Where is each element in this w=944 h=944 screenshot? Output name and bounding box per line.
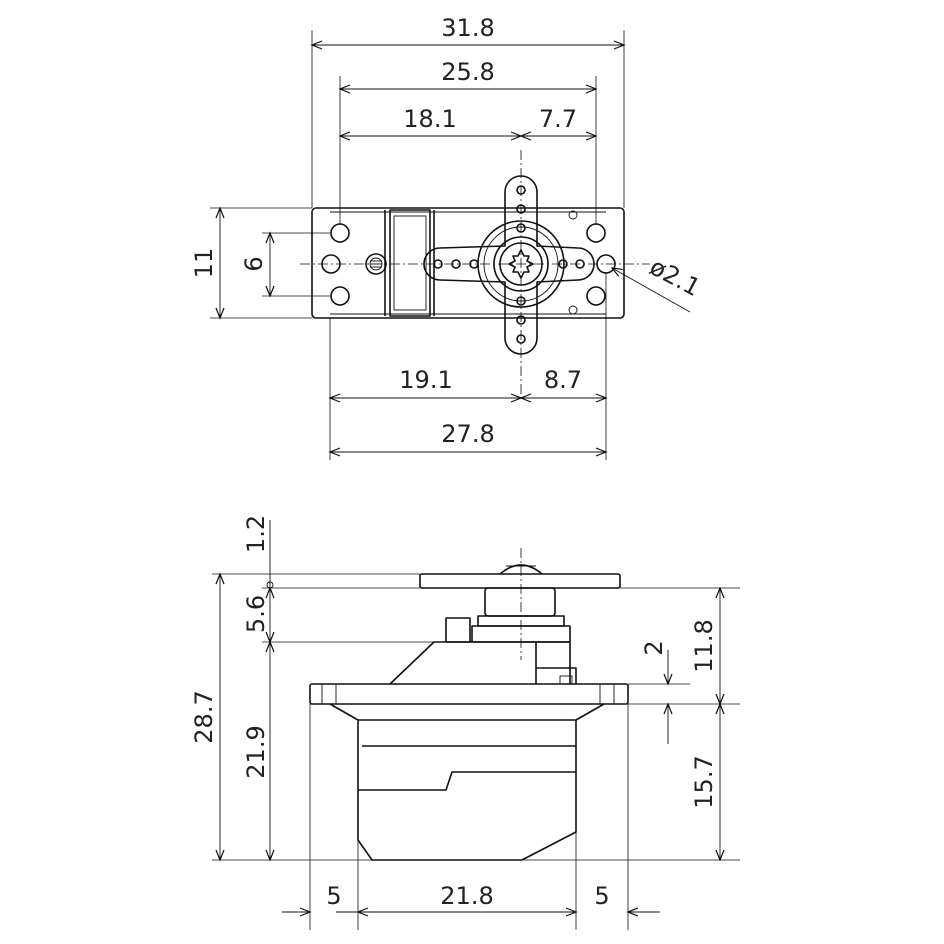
diameter-leader (610, 267, 691, 313)
dim-hole-span: 25.8 (441, 58, 494, 86)
dim-below-flange: 15.7 (690, 755, 718, 808)
dim-horn-thickness: 1.2 (242, 515, 270, 553)
cross-horn (423, 175, 595, 355)
side-view: 1.2 5.6 28.7 21.9 2 11.8 15.7 5 21.8 5 (190, 515, 740, 930)
left-mount-holes (321, 223, 350, 306)
dim-shaft-to-hole: 7.7 (539, 105, 577, 133)
dim-left-to-shaft: 18.1 (403, 105, 456, 133)
dim-flange-left: 5 (326, 882, 341, 910)
dim-horn-to-case: 5.6 (242, 595, 270, 633)
dim-body-left-to-shaft: 19.1 (399, 366, 452, 394)
dim-body-length: 27.8 (441, 420, 494, 448)
dim-hole-spacing: 6 (240, 256, 268, 271)
dim-above-flange: 11.8 (690, 619, 718, 672)
dim-flange-right: 5 (594, 882, 609, 910)
dim-height: 11 (190, 248, 218, 279)
top-view: 31.8 25.8 18.1 7.7 11 6 ø2.1 19.1 8.7 27… (190, 14, 705, 460)
dim-case-height: 21.9 (242, 725, 270, 778)
dim-case-width: 21.8 (440, 882, 493, 910)
upper-case (389, 641, 571, 685)
dim-overall-width: 31.8 (441, 14, 494, 42)
horn-plate (419, 573, 621, 589)
flange-outline (311, 207, 625, 319)
dim-shaft-to-body-right: 8.7 (544, 366, 582, 394)
dim-total-height: 28.7 (190, 690, 218, 743)
output-hub (484, 587, 556, 617)
dim-hole-diameter: ø2.1 (645, 253, 705, 303)
lower-case (329, 703, 605, 861)
slot-block (389, 209, 431, 317)
side-flange (309, 683, 629, 705)
dim-flange-thickness: 2 (640, 640, 668, 655)
